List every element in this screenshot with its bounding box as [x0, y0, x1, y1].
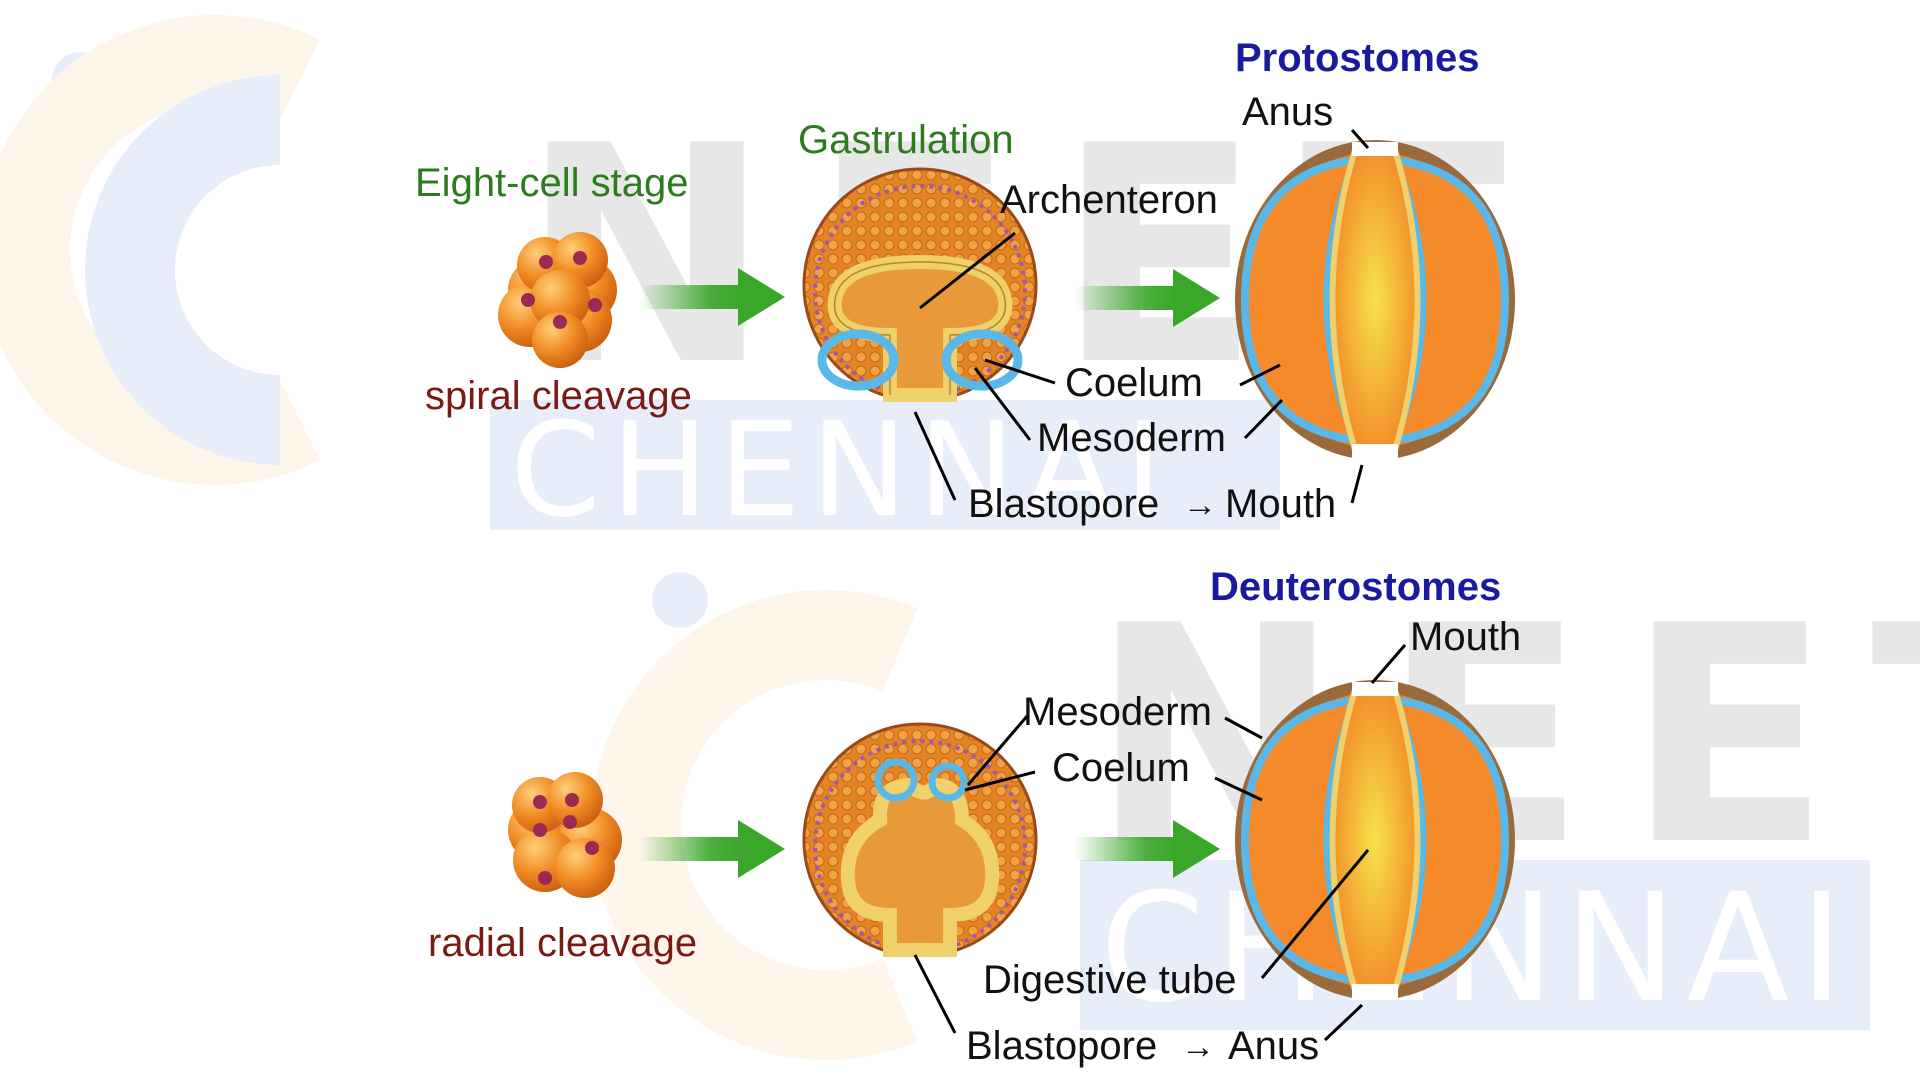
eight-cell-embryo-radial: [508, 772, 622, 898]
label-deutero-mouth: Mouth: [1410, 615, 1522, 659]
label-deutero-blastopore: Blastopore: [966, 1024, 1158, 1068]
label-radial-cleavage: radial cleavage: [428, 921, 698, 965]
top-leader-lines: [913, 129, 1370, 504]
gastrula-deuterostome: [802, 722, 1038, 957]
eight-cell-embryo-spiral: [498, 232, 617, 368]
label-proto-mouth: Mouth: [1225, 482, 1337, 526]
proto-arrow-glyph: →: [1183, 486, 1217, 524]
label-deutero-anus: Anus: [1228, 1024, 1320, 1068]
label-gastrulation: Gastrulation: [798, 118, 1014, 162]
label-proto-blastopore: Blastopore: [968, 482, 1160, 526]
arrow-3: [640, 820, 785, 878]
label-proto-mesoderm: Mesoderm: [1037, 416, 1226, 460]
label-proto-anus: Anus: [1242, 90, 1334, 134]
title-deuterostomes: Deuterostomes: [1210, 565, 1502, 609]
arrow-4: [1075, 820, 1220, 878]
watermark-text-bottom: CHENNAI: [510, 394, 1172, 546]
label-archenteron: Archenteron: [1000, 178, 1218, 222]
label-deutero-mesoderm: Mesoderm: [1023, 690, 1212, 734]
deuterostome-body: [1235, 680, 1515, 1000]
label-spiral-cleavage: spiral cleavage: [425, 374, 692, 418]
deutero-arrow-glyph: →: [1181, 1028, 1215, 1066]
protostome-body: [1235, 140, 1515, 460]
bottom-leader-lines: [913, 644, 1407, 1042]
label-eight-cell-stage: Eight-cell stage: [415, 161, 689, 205]
label-deutero-coelum: Coelum: [1052, 746, 1190, 790]
arrow-2: [1075, 269, 1220, 327]
title-protostomes: Protostomes: [1235, 36, 1480, 80]
gastrula-protostome: [802, 167, 1038, 402]
arrow-1: [640, 268, 785, 326]
label-proto-coelum: Coelum: [1065, 361, 1203, 405]
label-digestive-tube: Digestive tube: [983, 958, 1237, 1002]
